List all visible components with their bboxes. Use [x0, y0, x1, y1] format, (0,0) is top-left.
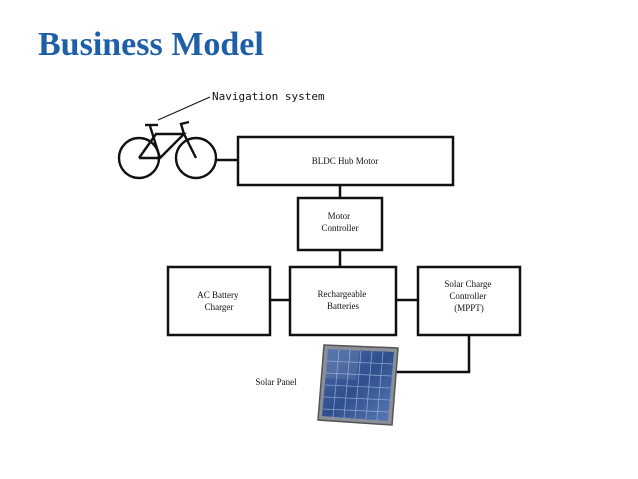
ac-charger-box [166, 265, 272, 337]
batteries-line-1: Rechargeable [317, 289, 366, 299]
ac-charger-line-1: AC Battery [197, 290, 239, 300]
solar-controller-to-panel-connector [394, 335, 471, 374]
solar-controller-line-2: Controller [449, 291, 486, 301]
ac-charger-line-2: Charger [205, 302, 234, 312]
solar-panel-image [317, 344, 399, 426]
solar-controller-line-3: (MPPT) [454, 303, 484, 313]
motor-controller-line-1: Motor [328, 211, 351, 221]
ac-charger-label: AC Battery Charger [197, 290, 241, 312]
hub-motor-label: BLDC Hub Motor [312, 156, 379, 166]
motor-controller-line-2: Controller [322, 223, 359, 233]
navigation-system-label: Navigation system [212, 90, 325, 103]
solar-panel-label: Solar Panel [255, 377, 297, 387]
solar-controller-line-1: Solar Charge [444, 279, 491, 289]
batteries-line-2: Batteries [327, 301, 359, 311]
hub-motor-box [236, 135, 455, 187]
solar-controller-label: Solar Charge Controller (MPPT) [444, 279, 493, 313]
navigation-pointer-line [157, 96, 211, 121]
solar-controller-box [416, 265, 522, 337]
bicycle-icon [117, 120, 218, 180]
motor-controller-label: Motor Controller [322, 211, 359, 233]
slide-title: Business Model [38, 26, 264, 63]
batteries-label: Rechargeable Batteries [317, 289, 368, 311]
